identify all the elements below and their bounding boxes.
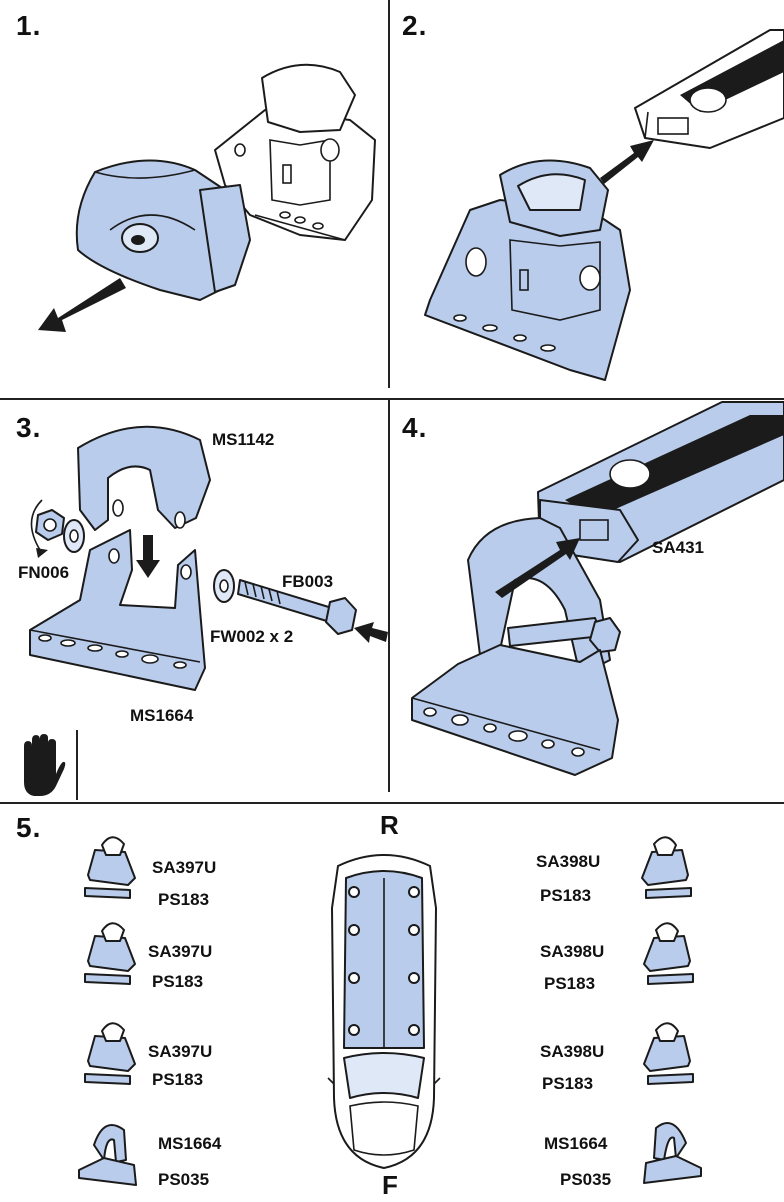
left-part-4: MS1664	[158, 1134, 222, 1153]
divider-horizontal-2	[0, 802, 784, 804]
rear-label: R	[380, 810, 399, 840]
label-ms1664: MS1664	[130, 706, 194, 725]
foot-icon-left-3	[84, 1022, 136, 1085]
clamp-part	[77, 425, 211, 531]
stop-hand-icon	[24, 734, 66, 796]
foot-plate-part	[29, 529, 206, 691]
right-pad-3: PS183	[542, 1074, 594, 1093]
left-part-2: SA397U	[148, 942, 213, 961]
label-fn006: FN006	[18, 563, 70, 582]
bolt-part	[213, 569, 357, 635]
left-pad-2: PS183	[152, 972, 204, 991]
down-arrow-icon	[136, 535, 160, 578]
divider-warning	[76, 730, 78, 800]
foot-assembly	[424, 159, 631, 381]
left-pad-3: PS183	[152, 1070, 204, 1089]
label-fb003: FB003	[282, 572, 334, 591]
step-2-illustration	[424, 29, 784, 381]
vehicle-top-view	[327, 854, 441, 1169]
bar-end	[634, 29, 784, 149]
step-4-number: 4.	[402, 412, 428, 443]
divider-vertical-mid	[388, 400, 390, 792]
foot-icon-left-2	[84, 922, 136, 985]
left-pad-1: PS183	[158, 890, 210, 909]
label-fw002: FW002 x 2	[210, 627, 294, 646]
right-pad-2: PS183	[544, 974, 596, 993]
divider-vertical-top	[388, 0, 390, 388]
label-sa431: SA431	[652, 538, 704, 557]
foot-icon-right-3	[643, 1022, 694, 1085]
step-3-illustration	[29, 425, 388, 691]
step-5-number: 5.	[16, 812, 42, 843]
foot-icon-right-2	[643, 922, 694, 985]
right-pad-4: PS035	[560, 1170, 612, 1189]
foot-clamp	[467, 517, 621, 676]
foot-icon-left-4	[78, 1124, 137, 1186]
foot-plate	[411, 644, 619, 776]
step-2-number: 2.	[402, 10, 428, 41]
left-pad-4: PS035	[158, 1170, 210, 1189]
remove-arrow-icon	[38, 278, 126, 332]
mount-markers	[348, 886, 420, 1036]
label-ms1142: MS1142	[212, 430, 275, 449]
foot-bracket	[214, 63, 376, 241]
step-1-number: 1.	[16, 10, 42, 41]
foot-icon-left-1	[84, 836, 136, 899]
right-pad-1: PS183	[540, 886, 592, 905]
step-3-number: 3.	[16, 412, 42, 443]
right-part-1: SA398U	[536, 852, 601, 871]
step-4-illustration	[411, 401, 784, 776]
nut-part	[30, 499, 85, 558]
front-label: F	[382, 1170, 398, 1200]
push-arrow-icon	[354, 622, 388, 643]
foot-icon-right-1	[641, 836, 692, 899]
end-cap	[75, 159, 251, 301]
step-1-illustration	[38, 63, 376, 332]
insert-arrow-icon	[600, 140, 654, 184]
foot-icon-right-4	[643, 1122, 702, 1184]
right-part-2: SA398U	[540, 942, 605, 961]
left-part-1: SA397U	[152, 858, 217, 877]
right-part-4: MS1664	[544, 1134, 608, 1153]
right-part-3: SA398U	[540, 1042, 605, 1061]
divider-horizontal-1	[0, 398, 784, 400]
left-part-3: SA397U	[148, 1042, 213, 1061]
